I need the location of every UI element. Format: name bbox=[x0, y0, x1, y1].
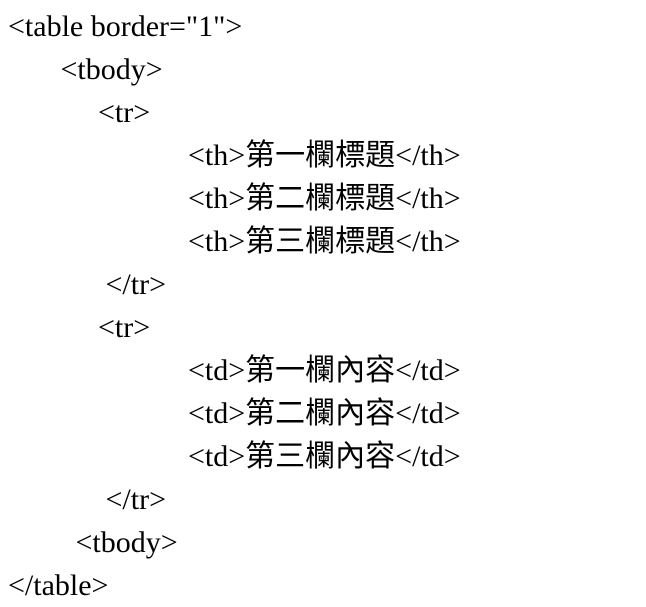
code-line: <th>第三欄標題</th> bbox=[8, 225, 461, 258]
code-line: </tr> bbox=[8, 483, 167, 516]
code-line: </tr> bbox=[8, 268, 167, 301]
code-line: <tbody> bbox=[8, 526, 178, 559]
code-line: <td>第二欄內容</td> bbox=[8, 397, 461, 430]
code-line: <tr> bbox=[8, 96, 151, 129]
code-line: </table> bbox=[8, 569, 109, 602]
code-line: <tbody> bbox=[8, 53, 163, 86]
code-line: <tr> bbox=[8, 311, 151, 344]
code-line: <th>第二欄標題</th> bbox=[8, 182, 461, 215]
code-line: <table border="1"> bbox=[8, 10, 243, 43]
code-line: <th>第一欄標題</th> bbox=[8, 139, 461, 172]
code-line: <td>第一欄內容</td> bbox=[8, 354, 461, 387]
code-line: <td>第三欄內容</td> bbox=[8, 440, 461, 473]
